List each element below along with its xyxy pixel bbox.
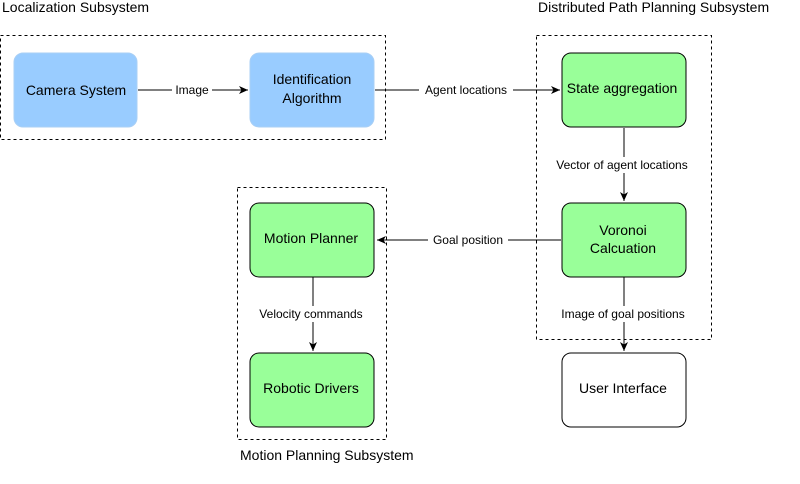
node-user-interface-label: User Interface [579,380,667,396]
edge-label-agent-locations: Agent locations [425,83,507,97]
motion-planning-subsystem-title: Motion Planning Subsystem [240,447,414,463]
edge-label-image: Image [175,83,209,97]
edge-label-goal-position: Goal position [433,233,503,247]
localization-subsystem-title: Localization Subsystem [2,0,149,15]
node-camera-system: Camera System [13,52,138,128]
node-voronoi-calcuation-label-line1: Voronoi [599,222,646,238]
node-user-interface: User Interface [561,352,687,428]
node-voronoi-calcuation: Voronoi Calcuation [561,202,687,278]
edge-label-image-goal-positions: Image of goal positions [561,307,684,321]
edge-label-vector-agent-locations: Vector of agent locations [556,158,687,172]
motion-planning-subsystem-boundary [237,187,387,440]
node-identification-algorithm-label-line1: Identification [273,71,352,87]
node-state-aggregation-label: State aggregation [567,80,678,96]
path-planning-subsystem-title: Distributed Path Planning Subsystem [538,0,769,15]
node-voronoi-calcuation-label-line2: Calcuation [590,240,656,256]
node-state-aggregation: State aggregation [561,52,687,128]
localization-subsystem-boundary [0,35,386,140]
node-camera-system-label: Camera System [26,82,126,98]
node-motion-planner: Motion Planner [249,202,375,278]
edge-label-velocity-commands: Velocity commands [259,307,362,321]
node-identification-algorithm-label-line2: Algorithm [282,90,341,106]
node-robotic-drivers-label: Robotic Drivers [263,380,359,396]
node-identification-algorithm: Identification Algorithm [249,52,375,128]
node-motion-planner-label: Motion Planner [264,230,359,246]
node-robotic-drivers: Robotic Drivers [249,352,375,428]
